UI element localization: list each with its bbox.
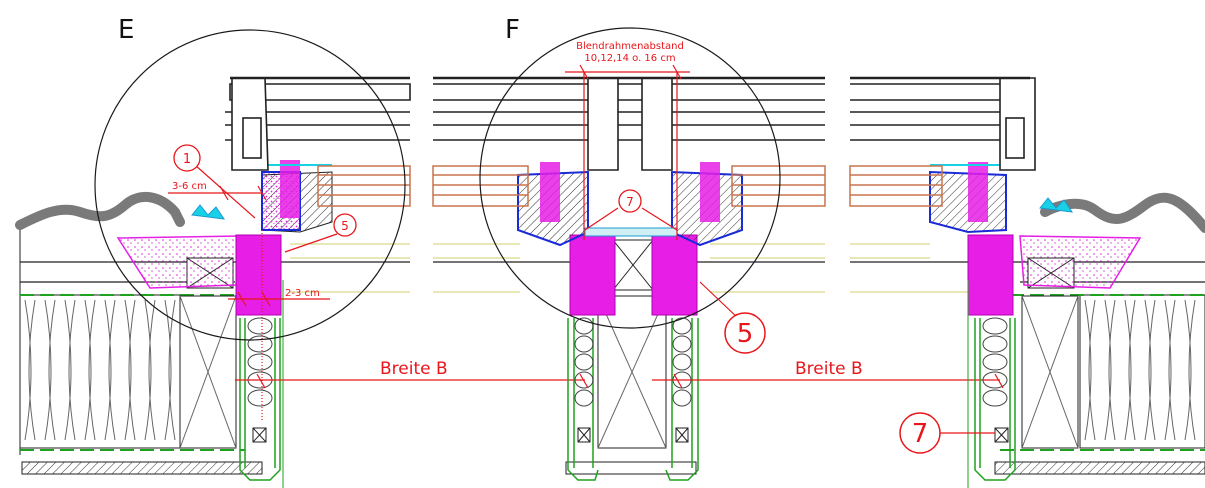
blendrahmen-values: 10,12,14 o. 16 cm	[584, 53, 675, 64]
detail-label-e: E	[118, 15, 134, 45]
gap-dimension-3-6: 3-6 cm	[172, 181, 207, 192]
callout-1: 1	[183, 152, 191, 167]
callout-5-small: 5	[341, 219, 349, 233]
detail-e	[15, 29, 585, 488]
detail-right	[849, 76, 1205, 488]
gap-dimension-2-3: 2-3 cm	[285, 288, 320, 299]
width-label-right: Breite B	[795, 359, 863, 379]
width-label-left: Breite B	[380, 359, 448, 379]
callout-7-top: 7	[626, 195, 634, 209]
callout-7-large: 7	[912, 419, 929, 449]
detail-f	[432, 27, 1000, 481]
detail-label-f: F	[505, 15, 520, 45]
blendrahmen-title: Blendrahmenabstand	[576, 41, 684, 52]
callout-5-large: 5	[737, 319, 754, 349]
